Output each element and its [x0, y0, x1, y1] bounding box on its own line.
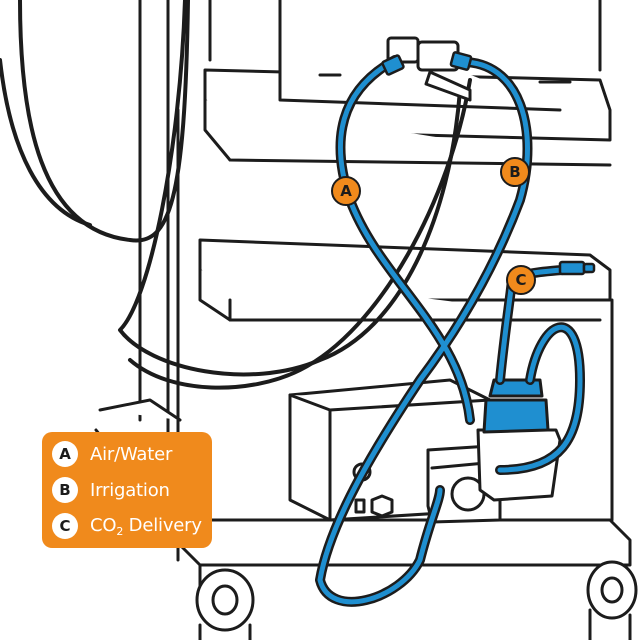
marker-a-letter: A — [340, 182, 352, 200]
air-water-connector — [381, 51, 473, 76]
legend-badge-a: A — [52, 441, 78, 467]
legend-item-air-water: A Air/Water — [52, 440, 172, 468]
legend-badge-c: C — [52, 513, 78, 539]
legend-label-irrigation: Irrigation — [90, 479, 170, 501]
legend-badge-b: B — [52, 477, 78, 503]
legend-label-co2-tail: Delivery — [123, 514, 202, 536]
marker-b: B — [500, 157, 530, 187]
top-shelf — [203, 0, 612, 167]
legend-label-air-water: Air/Water — [90, 443, 173, 465]
legend-label-co2-sub: 2 — [116, 524, 124, 538]
legend-item-co2-delivery: C CO2 Delivery — [52, 512, 202, 540]
marker-c: C — [506, 265, 536, 295]
legend-label-co2-delivery: CO2 Delivery — [90, 515, 202, 538]
legend-box: A Air/Water B Irrigation C CO2 Delivery — [42, 432, 212, 548]
water-bottle — [476, 378, 562, 502]
marker-a: A — [331, 176, 361, 206]
cart-wheels — [195, 560, 638, 640]
legend-item-irrigation: B Irrigation — [52, 476, 170, 504]
marker-c-letter: C — [515, 271, 527, 289]
legend-label-co2-main: CO — [90, 514, 117, 536]
marker-b-letter: B — [509, 163, 521, 181]
co2-connector — [558, 260, 596, 276]
endoscope-cables — [0, 0, 472, 390]
